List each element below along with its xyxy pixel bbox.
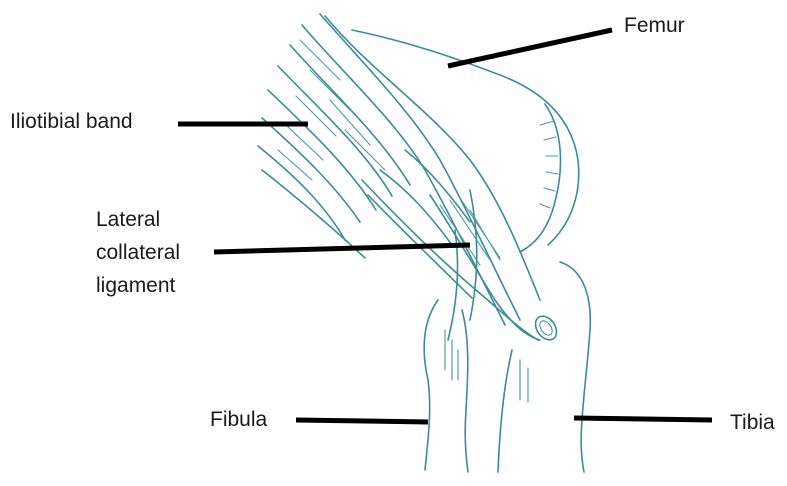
iliotibial-band-drawing <box>258 14 538 340</box>
fibula-drawing <box>424 300 468 472</box>
fibula-leader-line <box>296 420 428 422</box>
lcl-label-line-2: collateral <box>96 236 180 269</box>
lateral-collateral-ligament-label: Lateral collateral ligament <box>96 203 180 302</box>
tibia-leader-line <box>574 418 712 420</box>
iliotibial-band-label: Iliotibial band <box>10 109 133 135</box>
lcl-label-line-3: ligament <box>96 269 180 302</box>
tibia-drawing <box>498 262 590 472</box>
femur-drawing <box>325 16 579 300</box>
femur-label: Femur <box>624 13 685 39</box>
femur-leader-line <box>448 30 612 66</box>
lcl-label-line-1: Lateral <box>96 203 180 236</box>
tibia-label: Tibia <box>730 410 775 436</box>
fibula-label: Fibula <box>210 407 267 433</box>
